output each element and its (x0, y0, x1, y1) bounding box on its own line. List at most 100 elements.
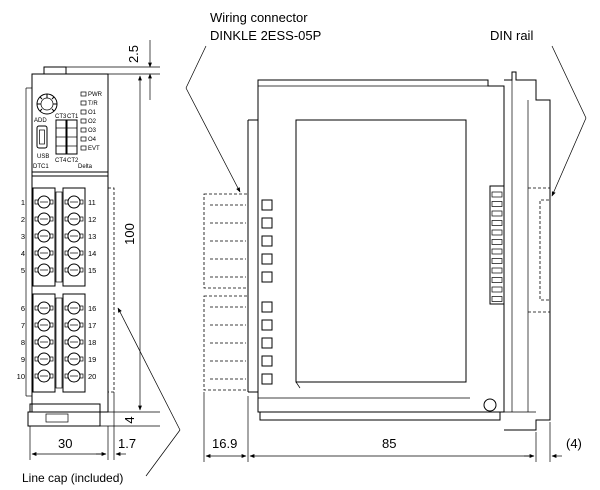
led-o2-label: O2 (88, 119, 97, 125)
wire-entry (49, 250, 54, 256)
terminal-number: 4 (21, 249, 25, 258)
strip-pin (491, 201, 503, 207)
bottom-foot (29, 403, 101, 413)
wiring-connector-model: DINKLE 2ESS-05P (210, 28, 321, 43)
terminal-block-top-left (32, 187, 56, 287)
wire-entry (64, 356, 69, 362)
terminal-block-bottom-right (62, 293, 86, 393)
wire-entry (64, 216, 69, 222)
strip-pin (491, 296, 503, 302)
dim-cap-width: 1.7 (118, 436, 136, 451)
wire-entry (64, 305, 69, 311)
connector-rib (261, 271, 273, 283)
led-pwr-label: PWR (88, 92, 103, 98)
wire-entry (34, 339, 39, 345)
led-tr-label: T/R (88, 101, 98, 107)
wiring-connector-title: Wiring connector (210, 10, 308, 25)
front-body (31, 73, 109, 413)
top-tab (43, 66, 67, 75)
wire-entry (79, 322, 84, 328)
ct4-label: CT4 (55, 158, 67, 164)
wire-entry (79, 216, 84, 222)
wire-entry (64, 267, 69, 273)
terminal-number: 18 (88, 338, 96, 347)
wire-entry (34, 250, 39, 256)
strip-pin (491, 286, 503, 293)
side-base (259, 412, 501, 421)
wire-entry (34, 356, 39, 362)
connector-rib (261, 235, 273, 247)
wire-entry (49, 199, 54, 205)
dim-width: 30 (58, 436, 72, 451)
wire-entry (49, 356, 54, 362)
usb-port-icon (36, 125, 48, 149)
dim-depth: 85 (382, 436, 396, 451)
connector-rib (261, 199, 273, 211)
din-rail-outline (528, 187, 551, 313)
side-housing (257, 79, 505, 413)
dim-height: 100 (122, 223, 137, 245)
front-view: ADD USB DTC1 CT3 CT1 CT4 CT2 Delta PWR T… (17, 66, 115, 427)
terminal-number: 3 (21, 232, 25, 241)
terminal-number: 6 (21, 304, 25, 313)
wire-entry (34, 322, 39, 328)
terminal-number: 7 (21, 321, 25, 330)
terminal-block-bottom-left (32, 293, 56, 393)
din-rail-label: DIN rail (490, 28, 533, 43)
connector-rib (261, 355, 273, 367)
terminal-number: 2 (21, 215, 25, 224)
latch-pivot-icon (483, 398, 497, 412)
led-indicator (80, 127, 87, 133)
wiring-connector-leader (185, 45, 207, 89)
ct3-label: CT3 (55, 114, 67, 120)
strip-pin (491, 191, 503, 198)
led-indicator (80, 118, 87, 124)
strip-pin (491, 277, 503, 283)
din-rail-leader (551, 45, 587, 119)
terminal-number: 14 (88, 249, 96, 258)
wire-entry (34, 267, 39, 273)
led-evt-label: EVT (88, 146, 100, 152)
wire-entry (64, 373, 69, 379)
wire-entry (34, 199, 39, 205)
terminal-number: 9 (21, 355, 25, 364)
terminal-number: 20 (88, 372, 96, 381)
connector-rib (261, 253, 273, 265)
dim-rail-depth: (4) (566, 436, 582, 451)
wire-entry (79, 199, 84, 205)
wire-entry (79, 339, 84, 345)
wire-entry (49, 233, 54, 239)
wire-entry (34, 373, 39, 379)
connector-rib (261, 301, 273, 313)
terminal-number: 12 (88, 215, 96, 224)
terminal-number: 15 (88, 266, 96, 275)
wire-entry (79, 356, 84, 362)
wire-entry (64, 233, 69, 239)
led-column: PWR T/R O1 O2 O3 O4 EVT (80, 91, 103, 152)
terminal-number: 8 (21, 338, 25, 347)
ct1-label: CT1 (67, 114, 79, 120)
led-o3-label: O3 (88, 128, 97, 134)
strip-pin (491, 248, 503, 255)
led-o1-label: O1 (88, 110, 97, 116)
strip-pin (491, 258, 503, 264)
ct2-label: CT2 (67, 158, 79, 164)
led-o4-label: O4 (88, 137, 97, 143)
led-indicator (80, 91, 87, 97)
line-cap-outline (107, 187, 115, 393)
strip-pin (491, 220, 503, 226)
terminal-number: 17 (88, 321, 96, 330)
led-indicator (80, 136, 87, 142)
strip-pin (491, 239, 503, 245)
connector-rib (261, 337, 273, 349)
line-cap-label: Line cap (included) (22, 471, 123, 485)
led-indicator (80, 109, 87, 115)
brand-label: Delta (78, 164, 93, 170)
wire-entry (34, 216, 39, 222)
dim-connector-depth: 16.9 (212, 436, 237, 451)
wire-entry (79, 373, 84, 379)
terminal-number: 13 (88, 232, 96, 241)
terminal-number: 10 (17, 372, 25, 381)
